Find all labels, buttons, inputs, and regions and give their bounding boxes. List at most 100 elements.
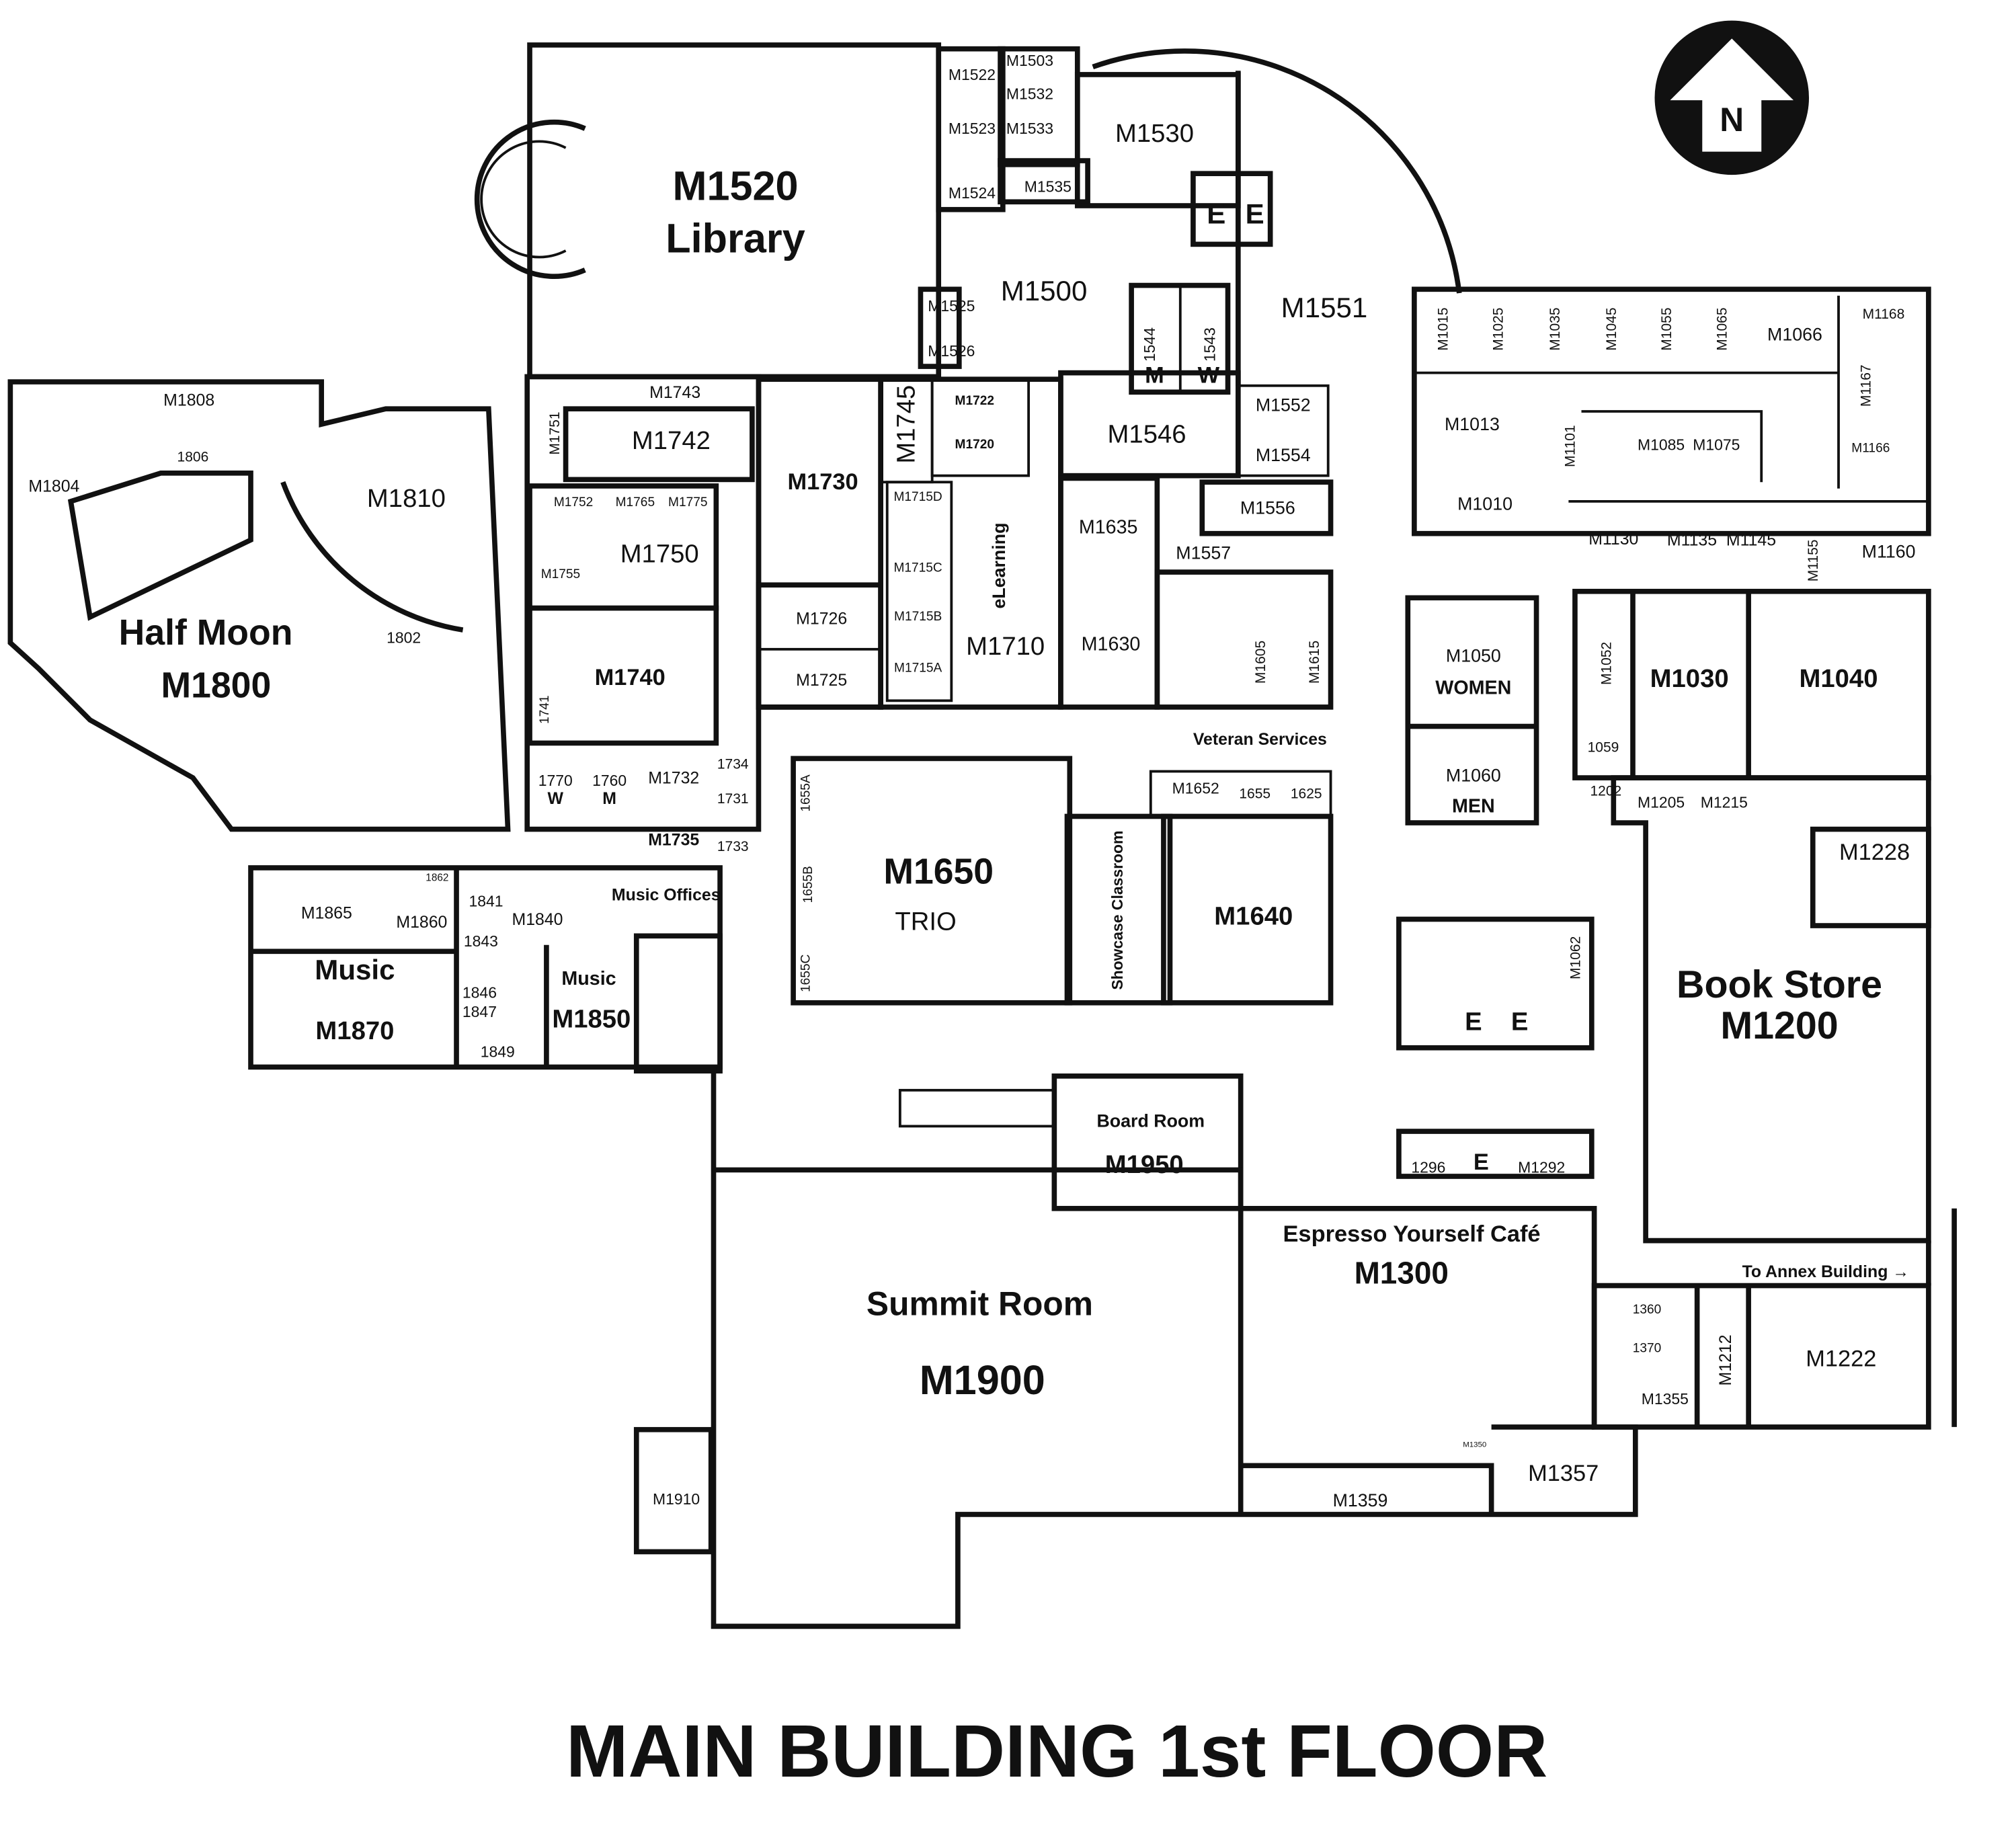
room-label: M1135 <box>1667 531 1717 550</box>
north-label: N <box>1720 101 1744 138</box>
room-label: M1522 <box>949 66 996 83</box>
room-label-rotated: M1745 <box>891 385 920 464</box>
room-label: 1806 <box>177 449 209 464</box>
room-label-rotated: 1655C <box>799 954 813 992</box>
room-label-rotated: Showcase Classroom <box>1108 831 1126 990</box>
room-label-rotated: 1543 <box>1201 327 1219 362</box>
room-label: 1370 <box>1633 1341 1662 1355</box>
room-label: M1145 <box>1726 531 1776 550</box>
room-label: M1740 <box>595 665 666 690</box>
room-label: M <box>1145 362 1164 388</box>
room-label: M1726 <box>796 609 847 628</box>
room-label: 1843 <box>464 932 498 950</box>
room-label: 1760 <box>592 772 627 789</box>
room-label: E <box>1207 198 1225 229</box>
room-label: M1200 <box>1720 1004 1838 1047</box>
room-label: M1520 <box>672 163 798 208</box>
north-arrow: N <box>1654 20 1810 175</box>
room-label-rotated: M1751 <box>547 411 563 454</box>
room-label: M1523 <box>949 120 996 137</box>
room-label: M1359 <box>1333 1490 1388 1510</box>
room-label: M1715C <box>894 561 942 575</box>
room-label: M1755 <box>541 567 580 581</box>
room-label: M1715D <box>894 490 942 504</box>
room-label: Library <box>666 216 805 261</box>
room-label-rotated: M1015 <box>1435 307 1451 350</box>
room-label-rotated: M1025 <box>1491 307 1506 350</box>
room-label-rotated: M1605 <box>1253 641 1268 684</box>
room-label: M1865 <box>301 903 352 922</box>
room-label: M1900 <box>920 1357 1045 1403</box>
room-label: 1360 <box>1633 1303 1662 1317</box>
room-label: M1222 <box>1806 1346 1876 1372</box>
room-label: M1715B <box>894 610 942 624</box>
room-label: MEN <box>1452 796 1495 817</box>
room-label: M1730 <box>787 469 858 495</box>
room-label: 1731 <box>717 791 749 807</box>
map-title: MAIN BUILDING 1st FLOOR <box>566 1709 1547 1793</box>
room-label: To Annex Building → <box>1742 1262 1910 1281</box>
room-label: M1750 <box>620 539 699 568</box>
room-label: M1060 <box>1446 765 1501 785</box>
room-label: M1066 <box>1767 324 1822 344</box>
room-label: 1841 <box>469 893 503 910</box>
room-label-rotated: M1052 <box>1599 642 1614 685</box>
room-label: 1734 <box>717 757 749 772</box>
room-label: M1860 <box>396 913 447 932</box>
room-label-rotated: 1741 <box>538 695 552 724</box>
room-label: Veteran Services <box>1193 730 1327 749</box>
room-label: Music Offices <box>612 886 721 905</box>
room-label: TRIO <box>895 907 956 936</box>
room-label: 1655 <box>1239 786 1271 802</box>
room-label-rotated: 1655A <box>799 774 813 812</box>
room-label: M1526 <box>928 342 975 360</box>
room-label: M1524 <box>949 184 996 202</box>
room-label-rotated: M1065 <box>1714 307 1730 350</box>
room-label: M1720 <box>955 438 994 452</box>
room-label: M1525 <box>928 297 975 315</box>
room-label: 1296 <box>1411 1159 1445 1176</box>
room-label: M1652 <box>1172 779 1219 797</box>
room-label-rotated: M1615 <box>1307 641 1322 684</box>
room-label: M1357 <box>1528 1461 1599 1486</box>
room-label: M1710 <box>966 632 1045 661</box>
room-label: M1715A <box>894 661 942 676</box>
room-label: M1040 <box>1800 664 1878 693</box>
room-label: Music <box>315 954 395 985</box>
room-label-rotated: M1035 <box>1547 307 1563 350</box>
room-label: M1300 <box>1355 1255 1449 1290</box>
room-label: Music <box>561 968 616 989</box>
room-label: M1228 <box>1839 840 1910 865</box>
room-label: Half Moon <box>119 613 293 653</box>
room-label: M1535 <box>1024 177 1072 195</box>
room-label: M1350 <box>1463 1441 1486 1449</box>
room-label: M1742 <box>632 426 711 455</box>
room-label: M1735 <box>648 830 699 849</box>
room-label: M1010 <box>1457 494 1513 514</box>
room-label-rotated: 1544 <box>1141 327 1158 362</box>
room-label: M1205 <box>1638 793 1685 811</box>
room-label: 1846 <box>462 983 497 1001</box>
room-label: M1166 <box>1851 442 1890 456</box>
room-label: M1800 <box>161 665 272 705</box>
room-label: M1732 <box>648 769 699 788</box>
room-label: Board Room <box>1096 1111 1205 1131</box>
room-label: M1500 <box>1001 275 1088 307</box>
room-label: M1950 <box>1105 1150 1184 1179</box>
room-label-rotated: M1212 <box>1716 1334 1735 1385</box>
room-label: E <box>1246 198 1264 229</box>
room-label: M1557 <box>1176 542 1231 563</box>
room-label: E <box>1511 1008 1529 1037</box>
room-label: WOMEN <box>1435 678 1511 699</box>
room-label: M1810 <box>367 484 446 513</box>
room-label: M1532 <box>1006 85 1053 103</box>
room-label: M1530 <box>1115 119 1194 148</box>
room-label: M1752 <box>554 495 593 510</box>
room-label: 1862 <box>426 872 448 883</box>
room-label: E <box>1465 1008 1482 1037</box>
room-label: M1640 <box>1214 902 1293 931</box>
room-label: 1059 <box>1588 740 1619 756</box>
room-label: M1551 <box>1281 292 1368 323</box>
